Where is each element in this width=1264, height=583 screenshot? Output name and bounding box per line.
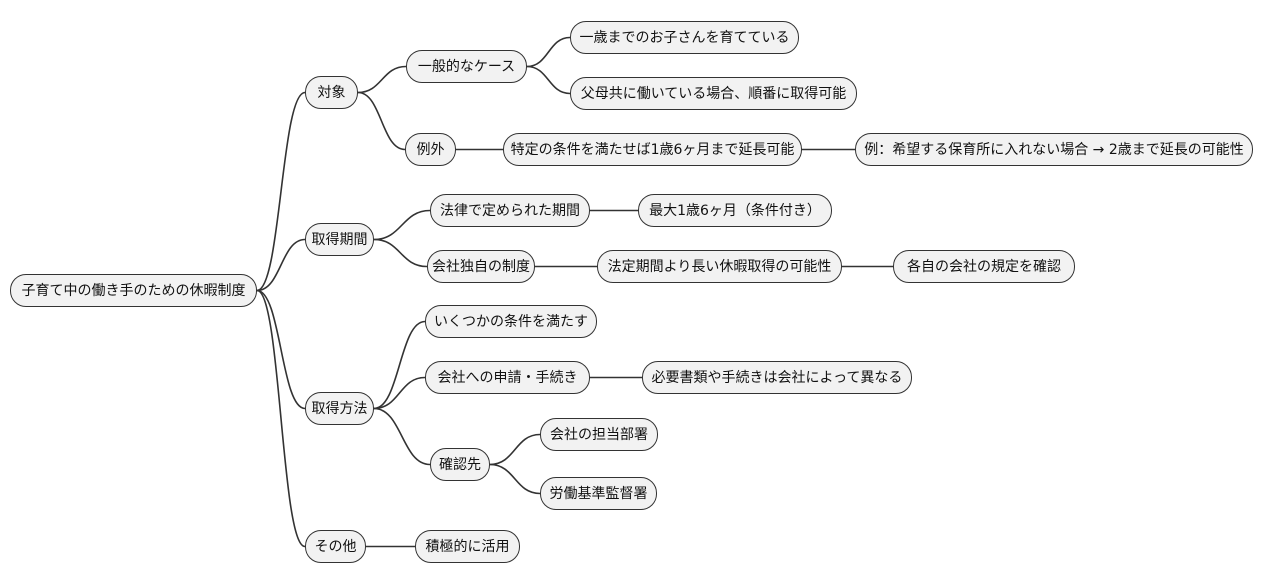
node-documents-vary: 必要書類や手続きは会社によって異なる: [642, 361, 912, 394]
node-company-application: 会社への申請・手続き: [425, 361, 590, 394]
node-others: その他: [305, 530, 366, 563]
edge: [256, 91, 306, 292]
node-child-under-one: 一歳までのお子さんを育てている: [570, 21, 799, 54]
node-target: 対象: [305, 76, 358, 109]
node-acquisition-method: 取得方法: [305, 392, 374, 425]
edge: [489, 433, 541, 466]
node-exception: 例外: [405, 133, 456, 166]
node-check-company-rules: 各自の会社の規定を確認: [893, 250, 1075, 283]
node-longer-leave-possibility: 法定期間より長い休暇取得の可能性: [597, 250, 842, 283]
node-both-parents-take-turns: 父母共に働いている場合、順番に取得可能: [570, 77, 857, 110]
edge: [373, 238, 428, 268]
edge: [373, 407, 431, 466]
edge: [489, 463, 541, 495]
node-active-use: 積極的に活用: [415, 530, 520, 563]
node-root: 子育て中の働き手のための休暇制度: [10, 274, 257, 307]
node-general-case: 一般的なケース: [406, 50, 527, 83]
edge: [373, 320, 426, 410]
edge: [526, 65, 571, 95]
node-acquisition-period: 取得期間: [305, 223, 374, 256]
edge: [256, 289, 306, 410]
edge: [526, 36, 571, 68]
node-meet-conditions: いくつかの条件を満たす: [425, 305, 597, 338]
node-extension-example: 例：希望する保育所に入れない場合 → 2歳まで延長の可能性: [855, 133, 1253, 166]
node-contact: 確認先: [430, 448, 490, 481]
edge: [256, 289, 306, 548]
edge: [373, 376, 426, 410]
node-legal-period: 法律で定められた期間: [430, 194, 590, 227]
node-company-system: 会社独自の制度: [427, 250, 535, 283]
node-hr-department: 会社の担当部署: [540, 418, 658, 451]
edge: [373, 209, 431, 241]
edge: [357, 65, 407, 94]
node-labor-standards-office: 労働基準監督署: [540, 477, 657, 510]
node-extension-condition: 特定の条件を満たせば1歳6ヶ月まで延長可能: [503, 133, 802, 166]
node-max-period: 最大1歳6ヶ月（条件付き）: [638, 194, 832, 227]
edge: [256, 238, 306, 292]
edge: [357, 91, 406, 151]
